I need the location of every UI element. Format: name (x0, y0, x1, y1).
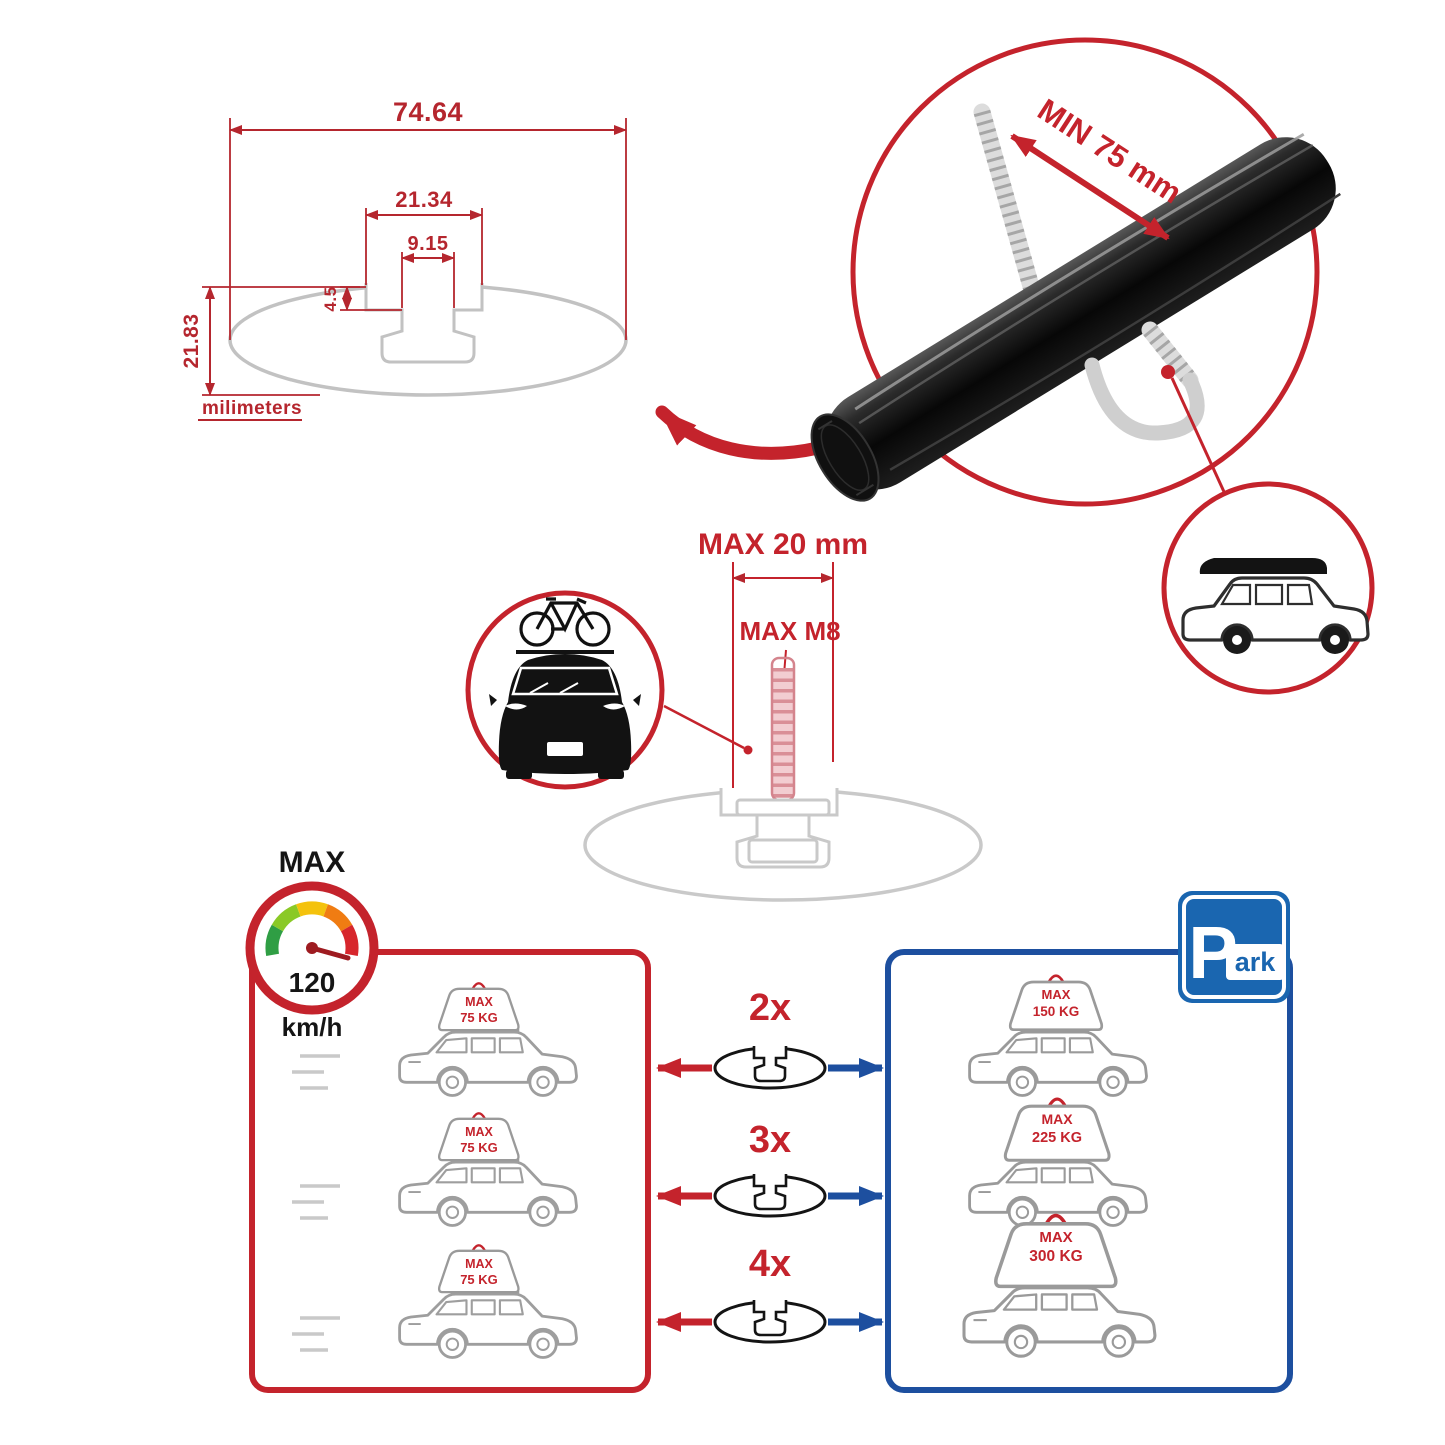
bike-icon (519, 597, 611, 647)
car-bike-circle (465, 590, 753, 790)
park-chip (1226, 944, 1284, 980)
min-clearance-arrow (1010, 133, 1170, 241)
bolt-spec-diagram: MAX 20 mm MAX M8 (583, 528, 983, 902)
multiplier-label: 3x (749, 1119, 791, 1161)
dim-ext-total-width (229, 118, 627, 340)
car-roofbox-circle (1161, 481, 1375, 695)
multiplier-row-1: 2x (656, 987, 884, 1090)
parked-car-row-1: MAX 150 KG (968, 974, 1148, 1097)
crossbar-section-icon (713, 1172, 827, 1218)
connector-dot (1161, 365, 1175, 379)
speed-title: MAX (279, 846, 346, 879)
u-bolt-front-icon (1084, 321, 1205, 441)
cargo-weight-label: 300 KG (1029, 1248, 1082, 1265)
crossbar-section-icon (713, 1298, 827, 1344)
bolt-stud-icon (770, 656, 796, 802)
park-sign: P ark (1178, 891, 1290, 1003)
units-label: milimeters (202, 398, 302, 419)
park-sign-border (1182, 895, 1286, 999)
multiplier-row-3: 4x (656, 1243, 884, 1344)
gauge-hub (306, 942, 318, 954)
multiplier-row-2: 3x (656, 1119, 884, 1218)
cargo-weight-label: 75 KG (460, 1140, 498, 1155)
cargo-weight-label: 75 KG (460, 1272, 498, 1287)
cargo-max-label: MAX (465, 1125, 493, 1139)
bolt-length-label: MAX 20 mm (698, 528, 868, 561)
parked-panel-border (885, 949, 1293, 1393)
section-pointer-arrow (655, 405, 825, 460)
driving-car-row-3: MAX 75 KG (292, 1244, 578, 1359)
parked-car-row-3: MAX 300 KG (962, 1213, 1157, 1358)
suv-car-icon (962, 1284, 1157, 1358)
dim-slot-width: 9.15 (408, 233, 449, 255)
driving-car-row-2: MAX 75 KG (292, 1112, 578, 1227)
crossbar-3d-icon (810, 132, 1341, 502)
washer-plate-icon (735, 798, 831, 817)
connector-line (1170, 377, 1227, 495)
dim-total-height: 21.83 (180, 313, 203, 368)
detail-circle-outline (850, 37, 1320, 507)
dim-recess-width: 21.34 (395, 187, 453, 212)
gauge-arc (265, 901, 359, 957)
dim-recess-depth: 4.5 (321, 286, 340, 311)
parked-car-row-2: MAX 225 KG (968, 1097, 1148, 1227)
bolt-dim-ext-lines (732, 562, 834, 798)
multiplier-label: 4x (749, 1243, 791, 1285)
min-clearance-label: MIN 75 mm (1032, 92, 1188, 210)
dim-ext-total-height (202, 286, 360, 396)
multiplier-label: 2x (749, 987, 791, 1029)
cross-section-diagram: 74.64 21.34 9.15 4.5 21.83 milimeters (180, 97, 628, 421)
suv-roofbox-icon (1181, 558, 1370, 654)
bolt-leader-line (663, 704, 745, 750)
driving-car-row-1: MAX 75 KG (292, 982, 578, 1097)
cargo-max-label: MAX (1042, 987, 1071, 1002)
gauge-needle (309, 945, 351, 961)
crossbar-detail-circle: MIN 75 mm (810, 37, 1341, 507)
bolt-thread-label: MAX M8 (739, 616, 840, 646)
cargo-max-label: MAX (465, 1257, 493, 1271)
motion-lines-icon (292, 1316, 340, 1352)
suv-car-icon (398, 1290, 578, 1359)
cargo-weight-label: 150 KG (1033, 1004, 1080, 1019)
motion-lines-icon (292, 1184, 340, 1220)
suv-car-icon (968, 1028, 1148, 1097)
cargo-max-label: MAX (465, 995, 493, 1009)
speed-limit-gauge: MAX 120 km/h (245, 846, 379, 1042)
speed-value: 120 (289, 967, 336, 998)
park-rest: ark (1235, 947, 1277, 977)
cargo-max-label: MAX (1041, 1111, 1073, 1127)
crossbar-section-icon (713, 1044, 827, 1090)
bolt-leader-dot (743, 745, 753, 755)
suv-car-icon (398, 1158, 578, 1227)
motion-lines-icon (292, 1054, 340, 1090)
suv-car-icon (398, 1028, 578, 1097)
roof-cargo-icon (1008, 974, 1104, 1032)
speed-unit: km/h (282, 1012, 343, 1042)
cargo-max-label: MAX (1039, 1229, 1072, 1246)
t-nut-icon (747, 838, 819, 864)
dim-total-width: 74.64 (393, 97, 463, 127)
cargo-weight-label: 225 KG (1032, 1130, 1082, 1146)
driving-panel-border (249, 949, 651, 1393)
car-front-icon (489, 650, 641, 779)
cargo-weight-label: 75 KG (460, 1010, 498, 1025)
profile-t-slot (364, 283, 484, 364)
dim-ext-recess-width (365, 208, 483, 285)
